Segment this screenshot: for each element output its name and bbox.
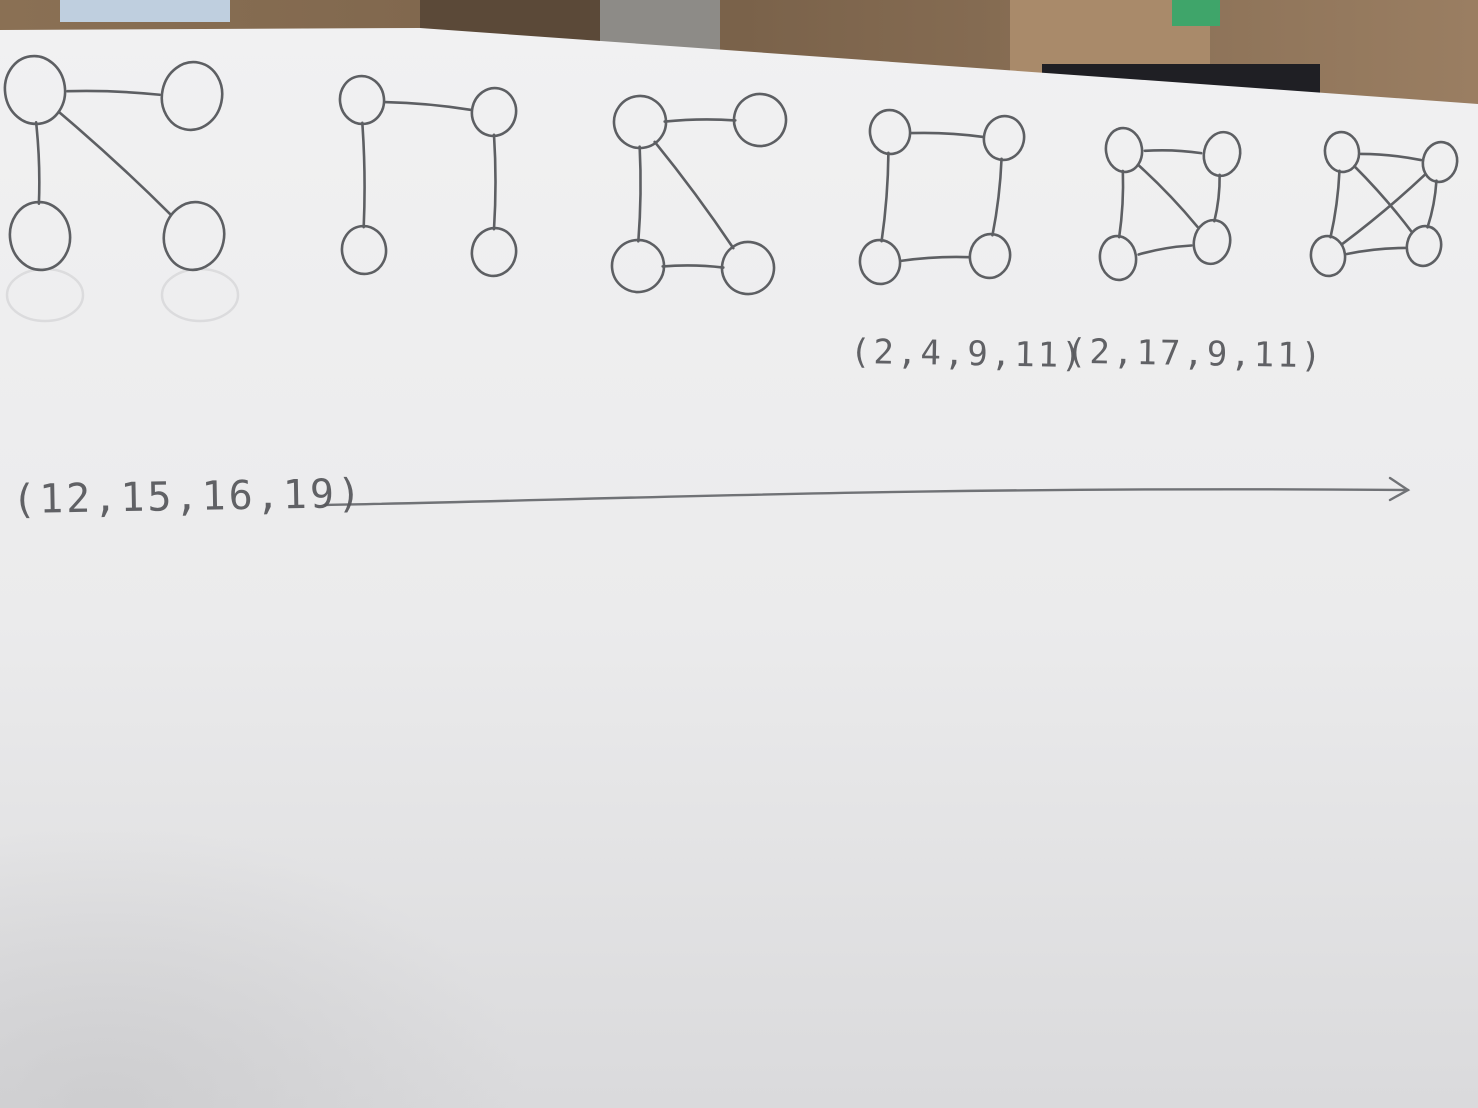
graph-5-label: (2,17,9,11) bbox=[1065, 331, 1325, 377]
graph-4-edge bbox=[991, 157, 1003, 237]
graph-3-vertex-bottom-right bbox=[720, 240, 776, 296]
background-object bbox=[60, 0, 230, 22]
graph-3 bbox=[610, 92, 788, 296]
graph-2 bbox=[338, 74, 518, 278]
graph-1-vertex-bottom-left bbox=[8, 200, 72, 272]
graph-4-vertex-bottom-right bbox=[968, 232, 1012, 280]
graph-3-edge bbox=[661, 264, 725, 269]
graph-5-vertex-bottom-right bbox=[1192, 218, 1232, 266]
graph-4-vertex-top-right bbox=[982, 114, 1026, 162]
graph-5-edge bbox=[1137, 244, 1193, 256]
graph-1-edge bbox=[65, 89, 162, 97]
graph-6-vertex-top-right bbox=[1421, 140, 1459, 184]
paper-shadow bbox=[0, 640, 700, 1108]
graph-6-edge bbox=[1426, 179, 1438, 229]
graph-4-label: (2,4,9,11) bbox=[849, 331, 1086, 377]
graph-4-vertex-top-left bbox=[868, 108, 912, 156]
graph-6-edge bbox=[1353, 165, 1413, 233]
graph-2-vertex-top-right bbox=[470, 86, 518, 138]
graph-6-vertex-top-left bbox=[1323, 130, 1361, 174]
graph-3-edge bbox=[653, 140, 735, 250]
arrow-head bbox=[1388, 476, 1411, 502]
graph-2-edge bbox=[361, 121, 366, 229]
sequence-arrow bbox=[323, 476, 1411, 507]
graph-5-edge bbox=[1137, 163, 1199, 229]
graph-1-edge bbox=[34, 120, 41, 206]
graph-3-edge bbox=[637, 145, 642, 243]
graph-4-vertex-bottom-left bbox=[858, 238, 902, 286]
graph-5-vertex-bottom-left bbox=[1098, 234, 1138, 282]
graph-2-edge bbox=[383, 100, 473, 112]
graph-1-vertex-top-right bbox=[160, 60, 224, 132]
graph-3-vertex-top-left bbox=[612, 94, 668, 150]
graph-drawings bbox=[3, 54, 1459, 296]
graph-5-edge bbox=[1117, 169, 1125, 239]
graph-1-edge bbox=[57, 110, 172, 216]
graph-4-edge bbox=[880, 151, 890, 243]
graph-5-vertex-top-right bbox=[1202, 130, 1242, 178]
graph-2-vertex-top-left bbox=[338, 74, 386, 126]
graph-4-edge bbox=[899, 255, 971, 263]
graph-6-edge bbox=[1341, 172, 1427, 246]
graph-3-vertex-top-right bbox=[732, 92, 788, 148]
arrow-shaft bbox=[323, 488, 1410, 507]
sequence-label: (12,15,16,19) bbox=[11, 470, 365, 524]
graph-6-edge bbox=[1345, 246, 1407, 256]
graph-1 bbox=[3, 54, 226, 272]
graph-4 bbox=[858, 108, 1026, 286]
graph-6-edge bbox=[1359, 152, 1423, 162]
graph-2-vertex-bottom-left bbox=[340, 224, 388, 276]
graph-2-vertex-bottom-right bbox=[470, 226, 518, 278]
graph-4-edge bbox=[909, 131, 985, 139]
graph-5-edge bbox=[1143, 149, 1203, 155]
graph-5-edge bbox=[1213, 173, 1221, 223]
graph-3-vertex-bottom-left bbox=[610, 238, 666, 294]
graph-1-vertex-bottom-right bbox=[162, 200, 226, 272]
graph-6 bbox=[1309, 130, 1459, 278]
graph-6-vertex-bottom-right bbox=[1405, 224, 1443, 268]
graph-2-edge bbox=[492, 133, 497, 231]
graph-3-edge bbox=[663, 118, 737, 123]
exit-sign bbox=[1172, 0, 1220, 26]
graph-5-vertex-top-left bbox=[1104, 126, 1144, 174]
graph-6-edge bbox=[1329, 169, 1341, 239]
graph-6-vertex-bottom-left bbox=[1309, 234, 1347, 278]
graph-5 bbox=[1098, 126, 1242, 282]
graph-1-vertex-top-left bbox=[3, 54, 67, 126]
